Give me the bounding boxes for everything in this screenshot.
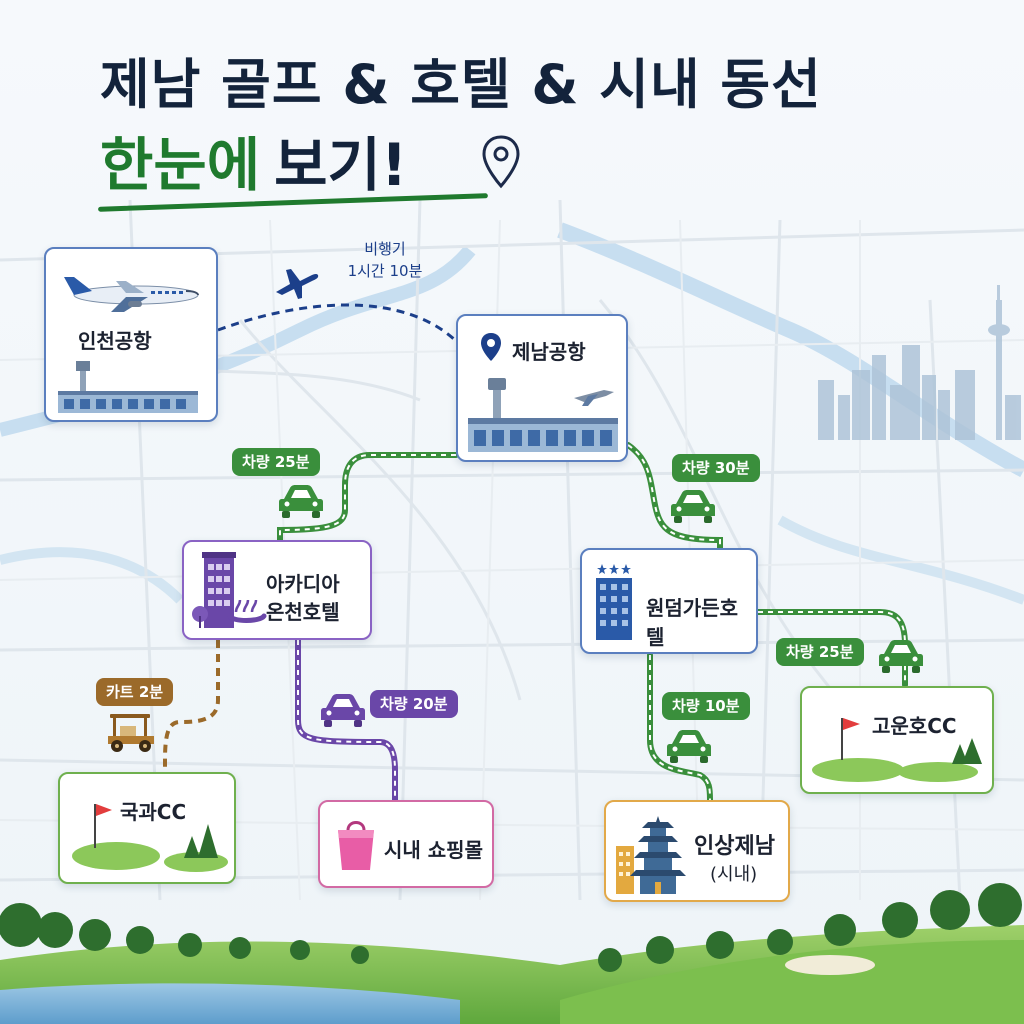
page-title: 제남 골프 & 호텔 & 시내 동선 — [100, 53, 822, 116]
flight-info: 비행기 1시간 10분 — [330, 238, 440, 282]
car-icon — [667, 730, 711, 763]
route-badge-airport-wyndham: 차량 30분 — [672, 454, 760, 482]
node-label-line2: 온천호텔 — [266, 600, 340, 624]
node-label: 고운호CC — [872, 714, 957, 738]
node-incheon-airport[interactable]: 인천공항 — [44, 247, 218, 422]
flight-route — [217, 303, 457, 342]
node-label: 인천공항 — [78, 329, 152, 353]
node-label-line2: (시내) — [710, 864, 758, 885]
pagoda-icon — [616, 816, 686, 894]
car-icon — [321, 694, 365, 727]
node-guoguo-cc[interactable]: 국과CC — [58, 772, 236, 884]
subtitle-highlight: 한눈에 — [100, 131, 261, 199]
route-badge-arcadia-shopping: 차량 20분 — [370, 690, 458, 718]
terminal-building-icon — [58, 361, 198, 413]
subtitle-rest: 보기! — [274, 131, 408, 199]
airplane-icon — [276, 269, 319, 299]
flight-duration: 1시간 10분 — [347, 262, 423, 280]
car-icon — [879, 640, 923, 673]
node-arcadia-hotel[interactable]: 아카디아 온천호텔 — [182, 540, 372, 640]
golf-flag-icon — [812, 718, 982, 782]
node-jinan-airport[interactable]: 제남공항 — [456, 314, 628, 462]
node-label: 제남공항 — [512, 340, 586, 364]
route-badge-airport-arcadia: 차량 25분 — [232, 448, 320, 476]
shopping-bag-icon — [338, 821, 374, 870]
node-label: 시내 쇼핑몰 — [384, 838, 483, 862]
node-label: 국과CC — [120, 800, 187, 824]
route-badge-wyndham-impression: 차량 10분 — [662, 692, 750, 720]
golf-cart-icon — [108, 714, 154, 752]
node-label-line1: 아카디아 — [266, 572, 340, 596]
terminal-building-icon — [468, 378, 618, 452]
car-icon — [279, 485, 323, 518]
flight-mode: 비행기 — [364, 240, 406, 258]
node-city-shopping-mall[interactable]: 시내 쇼핑몰 — [318, 800, 494, 888]
golf-flag-icon — [72, 804, 228, 872]
node-label: 원덤가든호텔 — [646, 596, 738, 649]
route-badge-wyndham-gaoyun: 차량 25분 — [776, 638, 864, 666]
route-arcadia-guoguo — [163, 640, 220, 772]
airplane-icon — [64, 277, 199, 312]
location-pin-icon — [482, 135, 520, 189]
node-label-line1: 인상제남 — [694, 834, 775, 859]
car-icon — [671, 490, 715, 523]
route-badge-arcadia-guoguo: 카트 2분 — [96, 678, 174, 706]
hotel-icon — [192, 552, 267, 628]
hotel-icon — [596, 564, 632, 640]
node-impression-jinan[interactable]: 인상제남 (시내) — [604, 800, 790, 902]
node-wyndham-garden-hotel[interactable]: 원덤가든호텔 — [580, 548, 758, 654]
node-gaoyun-cc[interactable]: 고운호CC — [800, 686, 994, 794]
location-pin-icon — [481, 333, 501, 361]
